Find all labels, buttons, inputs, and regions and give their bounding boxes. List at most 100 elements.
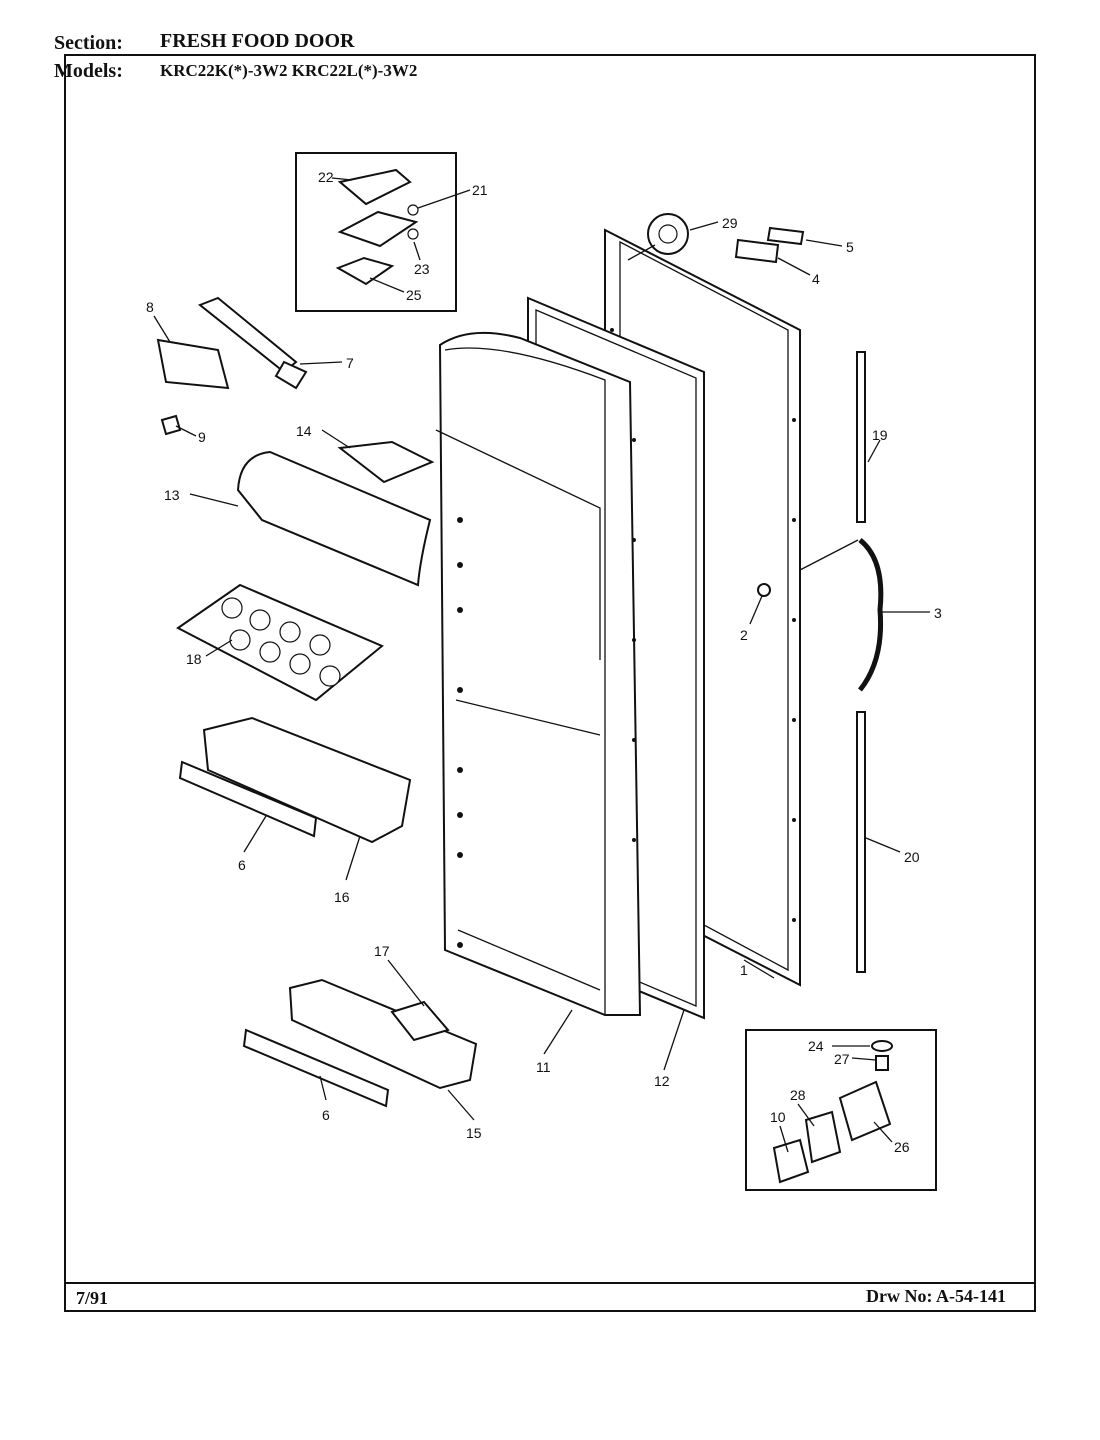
leader-4: [777, 257, 811, 276]
leader-5: [805, 239, 843, 247]
hole: [457, 517, 463, 523]
hole: [457, 687, 463, 693]
nameplate-5: [766, 226, 805, 246]
leader-lines: [153, 177, 930, 1153]
callout-10: 10: [770, 1109, 786, 1125]
callout-3: 3: [934, 605, 942, 621]
callout-22: 22: [318, 169, 334, 185]
door-stop-29-core: [658, 224, 678, 244]
hole: [632, 638, 636, 642]
hole: [792, 718, 796, 722]
callout-12: 12: [654, 1073, 670, 1089]
door-stop-29-stem: [627, 244, 656, 261]
callout-17: 17: [374, 943, 390, 959]
callout-21: 21: [472, 182, 488, 198]
shelf-trim-6-lower: [242, 1028, 390, 1108]
section-title: FRESH FOOD DOOR: [160, 30, 355, 52]
hole: [457, 767, 463, 773]
hole: [457, 852, 463, 858]
shelf-trim-6-upper: [178, 760, 318, 838]
leader-15: [447, 1089, 475, 1121]
leader-6-lower: [319, 1075, 327, 1101]
hinge-arm-7: [198, 296, 298, 374]
door-shelf-15: [288, 978, 478, 1090]
egg-cup: [221, 597, 243, 619]
callout-28: 28: [790, 1087, 806, 1103]
callout-2: 2: [740, 627, 748, 643]
plug-button-2: [757, 583, 771, 597]
callout-5: 5: [846, 239, 854, 255]
callout-16: 16: [334, 889, 350, 905]
hole: [632, 438, 636, 442]
leader-7: [299, 361, 343, 365]
callout-15: 15: [466, 1125, 482, 1141]
leader-29: [689, 221, 719, 231]
leader-12: [663, 1009, 685, 1071]
callout-7: 7: [346, 355, 354, 371]
hole: [632, 838, 636, 842]
leader-28: [797, 1103, 815, 1127]
hinge-cover-22: [337, 168, 412, 206]
callout-14: 14: [296, 423, 312, 439]
callout-13: 13: [164, 487, 180, 503]
dairy-door-13: [236, 450, 432, 587]
hole: [457, 812, 463, 818]
callout-1: 1: [740, 962, 748, 978]
washer-24: [871, 1040, 893, 1052]
door-liner-bottom: [457, 929, 601, 991]
shim-25: [335, 256, 395, 286]
egg-cup: [319, 665, 341, 687]
leader-10: [779, 1125, 789, 1153]
handle-trim-19: [856, 351, 866, 523]
callout-8: 8: [146, 299, 154, 315]
section-label: Section:: [54, 32, 123, 54]
hole: [792, 518, 796, 522]
hole: [632, 738, 636, 742]
leader-3-upper: [799, 539, 859, 571]
door-liner-divider: [455, 699, 601, 736]
egg-cup: [289, 653, 311, 675]
hinge-plate-10: [772, 1138, 810, 1184]
hole: [457, 607, 463, 613]
callout-6-upper: 6: [238, 857, 246, 873]
leader-23: [413, 241, 421, 261]
models-label: Models:: [54, 60, 123, 82]
egg-cup: [249, 609, 271, 631]
callout-6-lower: 6: [322, 1107, 330, 1123]
callout-25: 25: [406, 287, 422, 303]
nameplate-4: [734, 238, 780, 264]
leader-17: [387, 959, 425, 1007]
leader-20: [865, 837, 901, 853]
bushing-27: [875, 1055, 889, 1071]
door-shelf-16: [202, 716, 412, 844]
leader-26: [873, 1121, 893, 1143]
door-liner-flange: [444, 347, 606, 1015]
hinge-bracket-8: [156, 338, 230, 390]
footer-divider: [64, 1282, 1036, 1284]
drawing-number: Drw No: A-54-141: [866, 1286, 1006, 1306]
drawing-date: 7/91: [76, 1288, 109, 1308]
hole: [457, 562, 463, 568]
egg-tray-cups: [221, 597, 341, 687]
egg-tray-18: [176, 583, 384, 702]
callout-11: 11: [536, 1059, 551, 1075]
hole: [457, 942, 463, 948]
hole: [792, 618, 796, 622]
leader-21: [417, 189, 471, 209]
hinge-shim-28: [804, 1110, 842, 1164]
callout-27: 27: [834, 1051, 850, 1067]
leader-11: [543, 1009, 573, 1055]
screw-21: [407, 204, 419, 216]
handle-trim-20: [856, 711, 866, 973]
door-liner-holes: [457, 438, 636, 948]
hole: [792, 818, 796, 822]
hole: [792, 918, 796, 922]
callout-18: 18: [186, 651, 202, 667]
leader-1: [743, 959, 775, 979]
egg-cup: [259, 641, 281, 663]
callout-24: 24: [808, 1038, 824, 1054]
hole: [610, 328, 614, 332]
leader-9: [175, 425, 197, 437]
retainer-17: [390, 1000, 450, 1042]
